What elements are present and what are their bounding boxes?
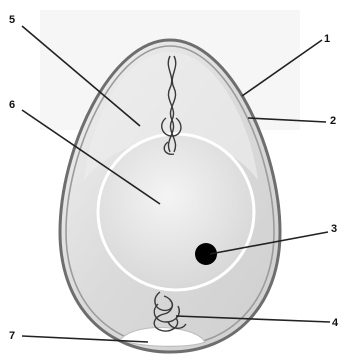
label-5: 5 xyxy=(9,14,15,26)
label-4: 4 xyxy=(332,317,339,329)
label-3: 3 xyxy=(331,223,337,235)
label-7: 7 xyxy=(9,330,15,342)
label-2: 2 xyxy=(330,115,336,127)
label-1: 1 xyxy=(324,33,330,45)
label-6: 6 xyxy=(9,99,15,111)
yolk xyxy=(98,134,254,290)
